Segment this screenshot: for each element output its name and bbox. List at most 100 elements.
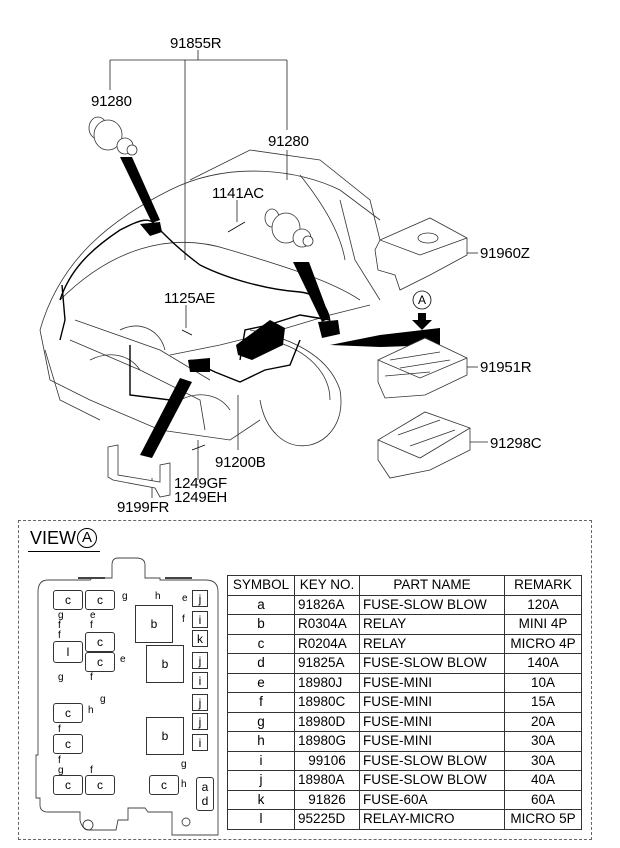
cell-part-name: FUSE-SLOW BLOW: [359, 770, 505, 791]
mini-fuse-label: f: [58, 630, 61, 641]
fuse-block-c: c: [85, 632, 115, 652]
view-title-text: VIEW: [30, 528, 77, 548]
fuse-block-i: i: [192, 734, 208, 751]
cell-symbol: d: [227, 653, 295, 674]
cell-key-no: 99106: [294, 750, 360, 771]
callout-91951R: 91951R: [480, 359, 532, 376]
mini-fuse-label: h: [181, 779, 187, 790]
pointer-wedges: [120, 157, 440, 458]
mini-fuse-label: e: [120, 654, 126, 665]
cell-part-name: FUSE-60A: [359, 789, 505, 810]
cell-remark: 30A: [504, 731, 582, 752]
callout-1141AC: 1141AC: [212, 185, 264, 202]
cell-key-no: R0304A: [294, 614, 360, 635]
fuse-block-i: i: [192, 611, 208, 628]
cell-symbol: h: [227, 731, 295, 752]
fuse-block-c: c: [85, 652, 115, 672]
mini-fuse-label: f: [90, 672, 93, 683]
vehicle-wiring-illustration: [39, 50, 488, 498]
cell-remark: 10A: [504, 672, 582, 693]
cell-part-name: RELAY-MICRO: [359, 809, 505, 830]
cell-key-no: 91826: [294, 789, 360, 810]
fuse-block-d: d: [201, 794, 209, 808]
mini-fuse-label: f: [90, 620, 93, 631]
fuse-block-b: b: [146, 717, 184, 755]
view-title-underline: [28, 551, 100, 552]
cell-remark: 140A: [504, 653, 582, 674]
mini-fuse-label: g: [181, 759, 187, 770]
junction-box-icon: [377, 337, 468, 399]
cell-remark: 15A: [504, 692, 582, 713]
fuse-block-b: b: [135, 605, 173, 643]
fuse-block-j: j: [192, 652, 208, 669]
cell-part-name: FUSE-MINI: [359, 711, 505, 732]
mini-fuse-label: f: [90, 765, 93, 776]
fuse-block-ad: a d: [196, 777, 214, 811]
callout-91960Z: 91960Z: [480, 245, 530, 262]
cell-remark: 30A: [504, 750, 582, 771]
cell-symbol: c: [227, 633, 295, 654]
cell-symbol: j: [227, 770, 295, 791]
mini-fuse-label: g: [100, 694, 106, 705]
fuse-block-c: c: [53, 775, 83, 795]
callout-91200B: 91200B: [215, 454, 266, 471]
grommet-right-icon: [264, 208, 314, 248]
fuse-block-c: c: [85, 775, 115, 795]
arrow-down-icon: [412, 313, 432, 330]
col-header-part-name: PART NAME: [359, 575, 505, 596]
junction-box-cover-icon: [374, 217, 468, 291]
cell-symbol: a: [227, 594, 295, 615]
fuse-block-c: c: [53, 734, 83, 754]
callout-91280-left: 91280: [91, 93, 132, 110]
callout-91855R: 91855R: [170, 35, 222, 52]
callout-9199FR: 9199FR: [117, 499, 170, 516]
cell-key-no: R0204A: [294, 633, 360, 654]
car-body: [39, 149, 381, 447]
box-bracket-icon: [377, 411, 471, 479]
mini-fuse-label: f: [58, 755, 61, 766]
cell-part-name: RELAY: [359, 614, 505, 635]
cell-part-name: FUSE-MINI: [359, 731, 505, 752]
callout-91280-right: 91280: [268, 133, 309, 150]
cell-key-no: 95225D: [294, 809, 360, 830]
mini-fuse-label: g: [58, 765, 64, 776]
cell-part-name: FUSE-SLOW BLOW: [359, 653, 505, 674]
cell-key-no: 18980D: [294, 711, 360, 732]
cell-symbol: f: [227, 692, 295, 713]
cell-symbol: e: [227, 672, 295, 693]
view-a-marker-icon: [412, 290, 432, 310]
harness-wires: [59, 219, 331, 401]
fuse-block-j: j: [192, 713, 208, 730]
mini-fuse-label: h: [155, 591, 161, 602]
col-header-symbol: SYMBOL: [227, 575, 295, 596]
fuse-block-j: j: [192, 694, 208, 711]
fuse-block-j: j: [192, 590, 208, 607]
view-a-marker-label: A: [418, 293, 426, 307]
cell-symbol: k: [227, 789, 295, 810]
cell-key-no: 18980J: [294, 672, 360, 693]
bracket-icon: [107, 444, 171, 498]
callout-1249GF: 1249GF: [174, 475, 227, 492]
cell-symbol: b: [227, 614, 295, 635]
col-header-remark: REMARK: [504, 575, 582, 596]
cell-remark: 120A: [504, 594, 582, 615]
mini-fuse-label: g: [58, 672, 64, 683]
mini-fuse-label: h: [88, 705, 94, 716]
callout-91298C: 91298C: [490, 435, 542, 452]
cell-symbol: g: [227, 711, 295, 732]
mini-fuse-label: e: [182, 593, 188, 604]
cell-symbol: i: [227, 750, 295, 771]
view-marker-circle: A: [77, 528, 98, 548]
callout-1249EH: 1249EH: [174, 489, 228, 506]
grommet-left-icon: [88, 116, 138, 156]
mini-fuse-label: g: [58, 610, 64, 621]
